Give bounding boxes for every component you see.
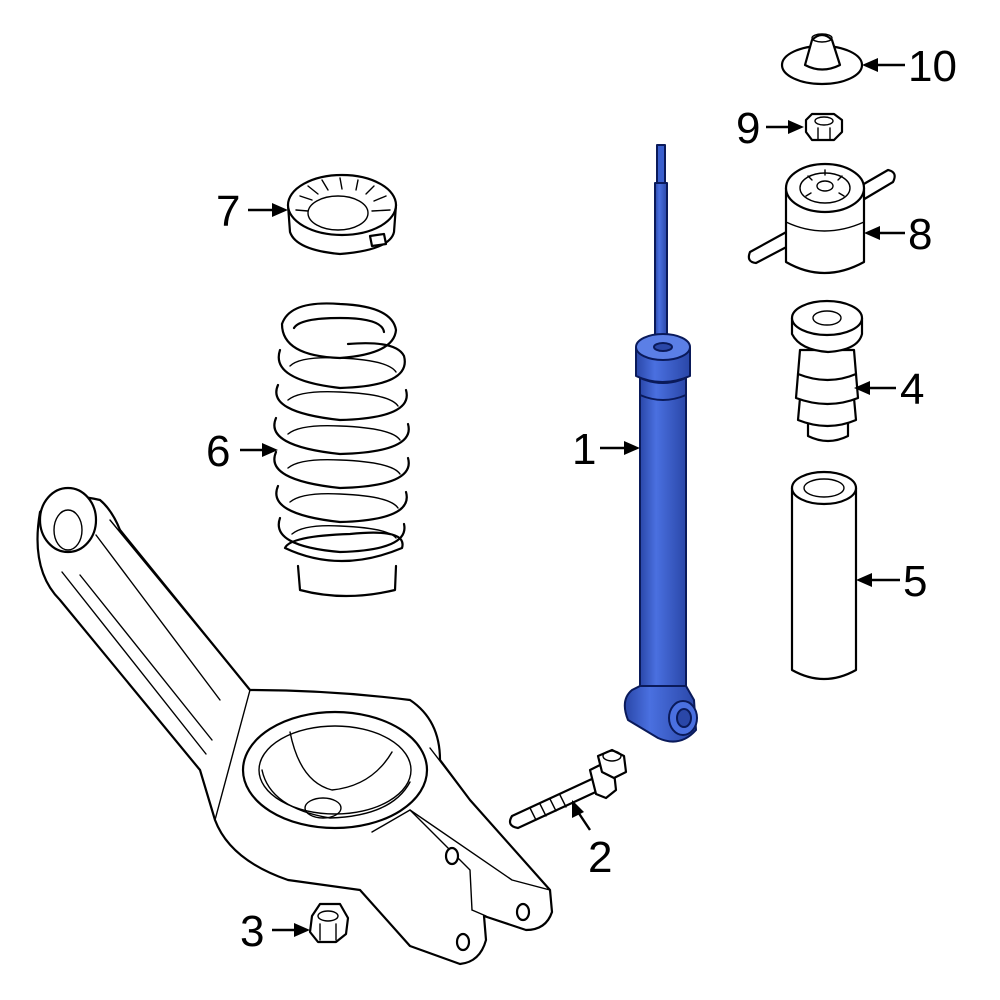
callout-label-7: 7 <box>216 187 240 236</box>
callout-6: 6 <box>206 427 278 476</box>
callout-3: 3 <box>240 907 310 956</box>
callout-label-6: 6 <box>206 427 230 476</box>
callout-1: 1 <box>572 425 640 474</box>
callout-label-9: 9 <box>736 104 760 153</box>
callout-label-3: 3 <box>240 907 264 956</box>
callout-2: 2 <box>572 800 612 882</box>
callout-label-8: 8 <box>908 210 932 259</box>
callout-9: 9 <box>736 104 804 153</box>
part-4-bump-stop[interactable] <box>790 299 864 443</box>
part-8-upper-mount[interactable] <box>747 162 896 275</box>
callout-5: 5 <box>856 557 927 606</box>
callout-label-2: 2 <box>588 833 612 882</box>
part-10-cap[interactable] <box>780 33 864 86</box>
part-1-shock-absorber[interactable] <box>623 144 698 743</box>
part-9-nut[interactable] <box>804 112 844 142</box>
trailing-arm <box>36 486 554 966</box>
callout-10: 10 <box>862 42 957 91</box>
callout-label-10: 10 <box>908 42 957 91</box>
part-5-dust-boot[interactable] <box>790 470 858 680</box>
callout-label-1: 1 <box>572 425 596 474</box>
callout-label-4: 4 <box>900 365 924 414</box>
part-7-spring-seat[interactable] <box>286 173 398 256</box>
callout-7: 7 <box>216 187 288 236</box>
part-2-bolt[interactable] <box>508 748 628 830</box>
part-6-coil-spring[interactable] <box>273 302 410 598</box>
part-3-nut[interactable] <box>308 902 350 944</box>
callout-8: 8 <box>864 210 932 259</box>
callout-4: 4 <box>854 365 924 414</box>
callout-label-5: 5 <box>903 557 927 606</box>
